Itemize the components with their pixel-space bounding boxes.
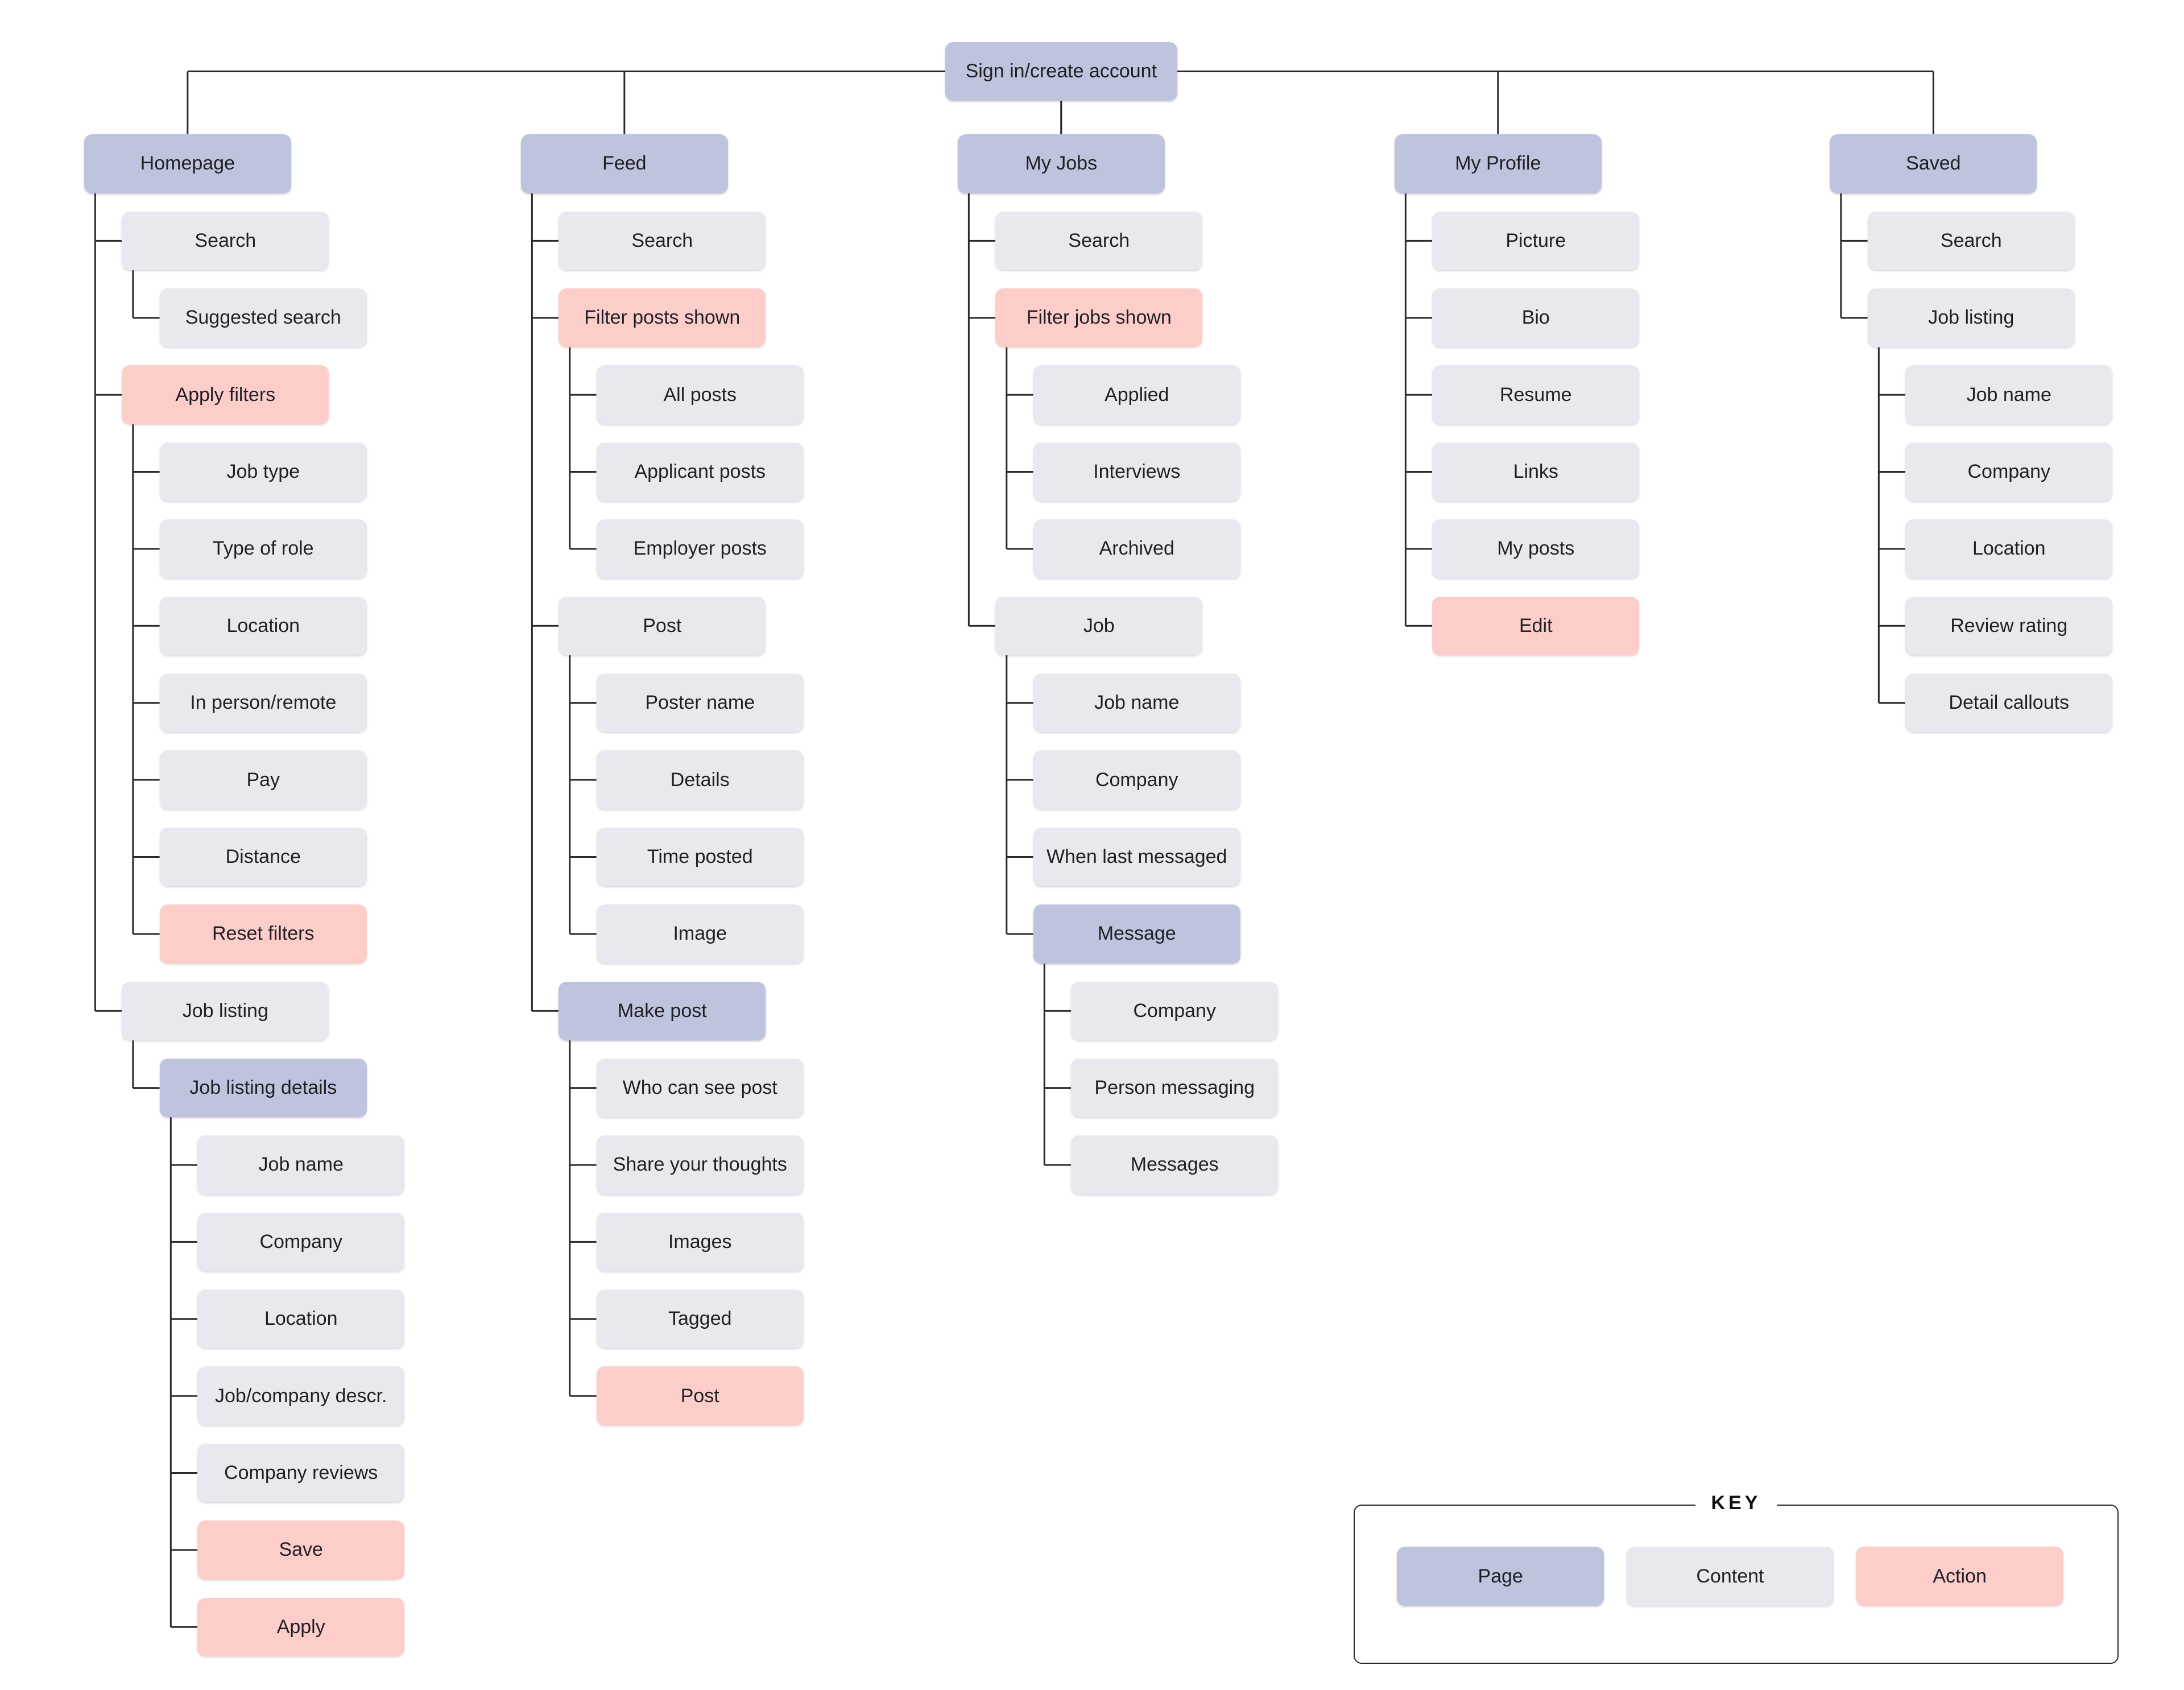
- content-node-details: Details: [596, 750, 804, 809]
- content-node-applicant-posts: Applicant posts: [596, 442, 804, 502]
- content-node-type-of-role: Type of role: [159, 519, 367, 579]
- content-node-resume: Resume: [1432, 365, 1640, 424]
- content-node-job-listing: Job listing: [122, 981, 329, 1040]
- content-node-in-person-remote: In person/remote: [159, 673, 367, 733]
- page-node-sign-in-create-account: Sign in/create account: [945, 42, 1178, 101]
- content-node-image: Image: [596, 904, 804, 964]
- action-node-post: Post: [596, 1366, 804, 1425]
- action-node-apply: Apply: [197, 1597, 405, 1656]
- content-node-job-type: Job type: [159, 442, 367, 502]
- content-node-poster-name: Poster name: [596, 673, 804, 733]
- content-node-post: Post: [559, 596, 766, 655]
- page-node-saved: Saved: [1830, 134, 2037, 193]
- content-node-employer-posts: Employer posts: [596, 519, 804, 579]
- page-node-job-listing-details: Job listing details: [159, 1058, 367, 1118]
- content-node-person-messaging: Person messaging: [1071, 1058, 1279, 1118]
- legend-swatch-content: Content: [1626, 1547, 1834, 1606]
- content-node-images: Images: [596, 1212, 804, 1272]
- legend-key: KEY Page Content Action: [1354, 1492, 2119, 1664]
- content-node-all-posts: All posts: [596, 365, 804, 424]
- content-node-search: Search: [559, 211, 766, 271]
- content-node-pay: Pay: [159, 750, 367, 809]
- page-node-feed: Feed: [520, 134, 728, 193]
- content-node-picture: Picture: [1432, 211, 1640, 271]
- action-node-apply-filters: Apply filters: [122, 365, 329, 424]
- page-node-make-post: Make post: [559, 981, 766, 1040]
- content-node-job-name: Job name: [1905, 365, 2113, 424]
- content-node-time-posted: Time posted: [596, 827, 804, 887]
- action-node-filter-jobs-shown: Filter jobs shown: [995, 288, 1203, 348]
- content-node-tagged: Tagged: [596, 1290, 804, 1349]
- content-node-share-your-thoughts: Share your thoughts: [596, 1135, 804, 1195]
- action-node-filter-posts-shown: Filter posts shown: [559, 288, 766, 348]
- content-node-interviews: Interviews: [1033, 442, 1240, 502]
- content-node-location: Location: [1905, 519, 2113, 579]
- content-node-company: Company: [1905, 442, 2113, 502]
- content-node-distance: Distance: [159, 827, 367, 887]
- content-node-location: Location: [197, 1290, 405, 1349]
- content-node-job: Job: [995, 596, 1203, 655]
- content-node-job-name: Job name: [197, 1135, 405, 1195]
- content-node-suggested-search: Suggested search: [159, 288, 367, 348]
- content-node-job-listing: Job listing: [1867, 288, 2075, 348]
- content-node-search: Search: [122, 211, 329, 271]
- content-node-archived: Archived: [1033, 519, 1240, 579]
- content-node-company: Company: [197, 1212, 405, 1272]
- content-node-detail-callouts: Detail callouts: [1905, 673, 2113, 733]
- legend-swatch-action: Action: [1856, 1547, 2063, 1606]
- page-node-my-jobs: My Jobs: [957, 134, 1165, 193]
- legend-swatch-page: Page: [1397, 1547, 1604, 1606]
- content-node-company-reviews: Company reviews: [197, 1443, 405, 1503]
- action-node-edit: Edit: [1432, 596, 1640, 655]
- legend-title: KEY: [1695, 1492, 1777, 1514]
- content-node-search: Search: [1867, 211, 2075, 271]
- content-node-when-last-messaged: When last messaged: [1033, 827, 1240, 887]
- action-node-reset-filters: Reset filters: [159, 904, 367, 964]
- content-node-who-can-see-post: Who can see post: [596, 1058, 804, 1118]
- page-node-message: Message: [1033, 904, 1240, 964]
- content-node-review-rating: Review rating: [1905, 596, 2113, 655]
- content-node-bio: Bio: [1432, 288, 1640, 348]
- content-node-my-posts: My posts: [1432, 519, 1640, 579]
- content-node-job-name: Job name: [1033, 673, 1240, 733]
- content-node-job-company-descr: Job/company descr.: [197, 1366, 405, 1425]
- content-node-search: Search: [995, 211, 1203, 271]
- page-node-homepage: Homepage: [84, 134, 291, 193]
- action-node-save: Save: [197, 1520, 405, 1580]
- content-node-links: Links: [1432, 442, 1640, 502]
- content-node-company: Company: [1071, 981, 1279, 1040]
- page-node-my-profile: My Profile: [1394, 134, 1602, 193]
- content-node-location: Location: [159, 596, 367, 655]
- content-node-company: Company: [1033, 750, 1240, 809]
- content-node-messages: Messages: [1071, 1135, 1279, 1195]
- content-node-applied: Applied: [1033, 365, 1240, 424]
